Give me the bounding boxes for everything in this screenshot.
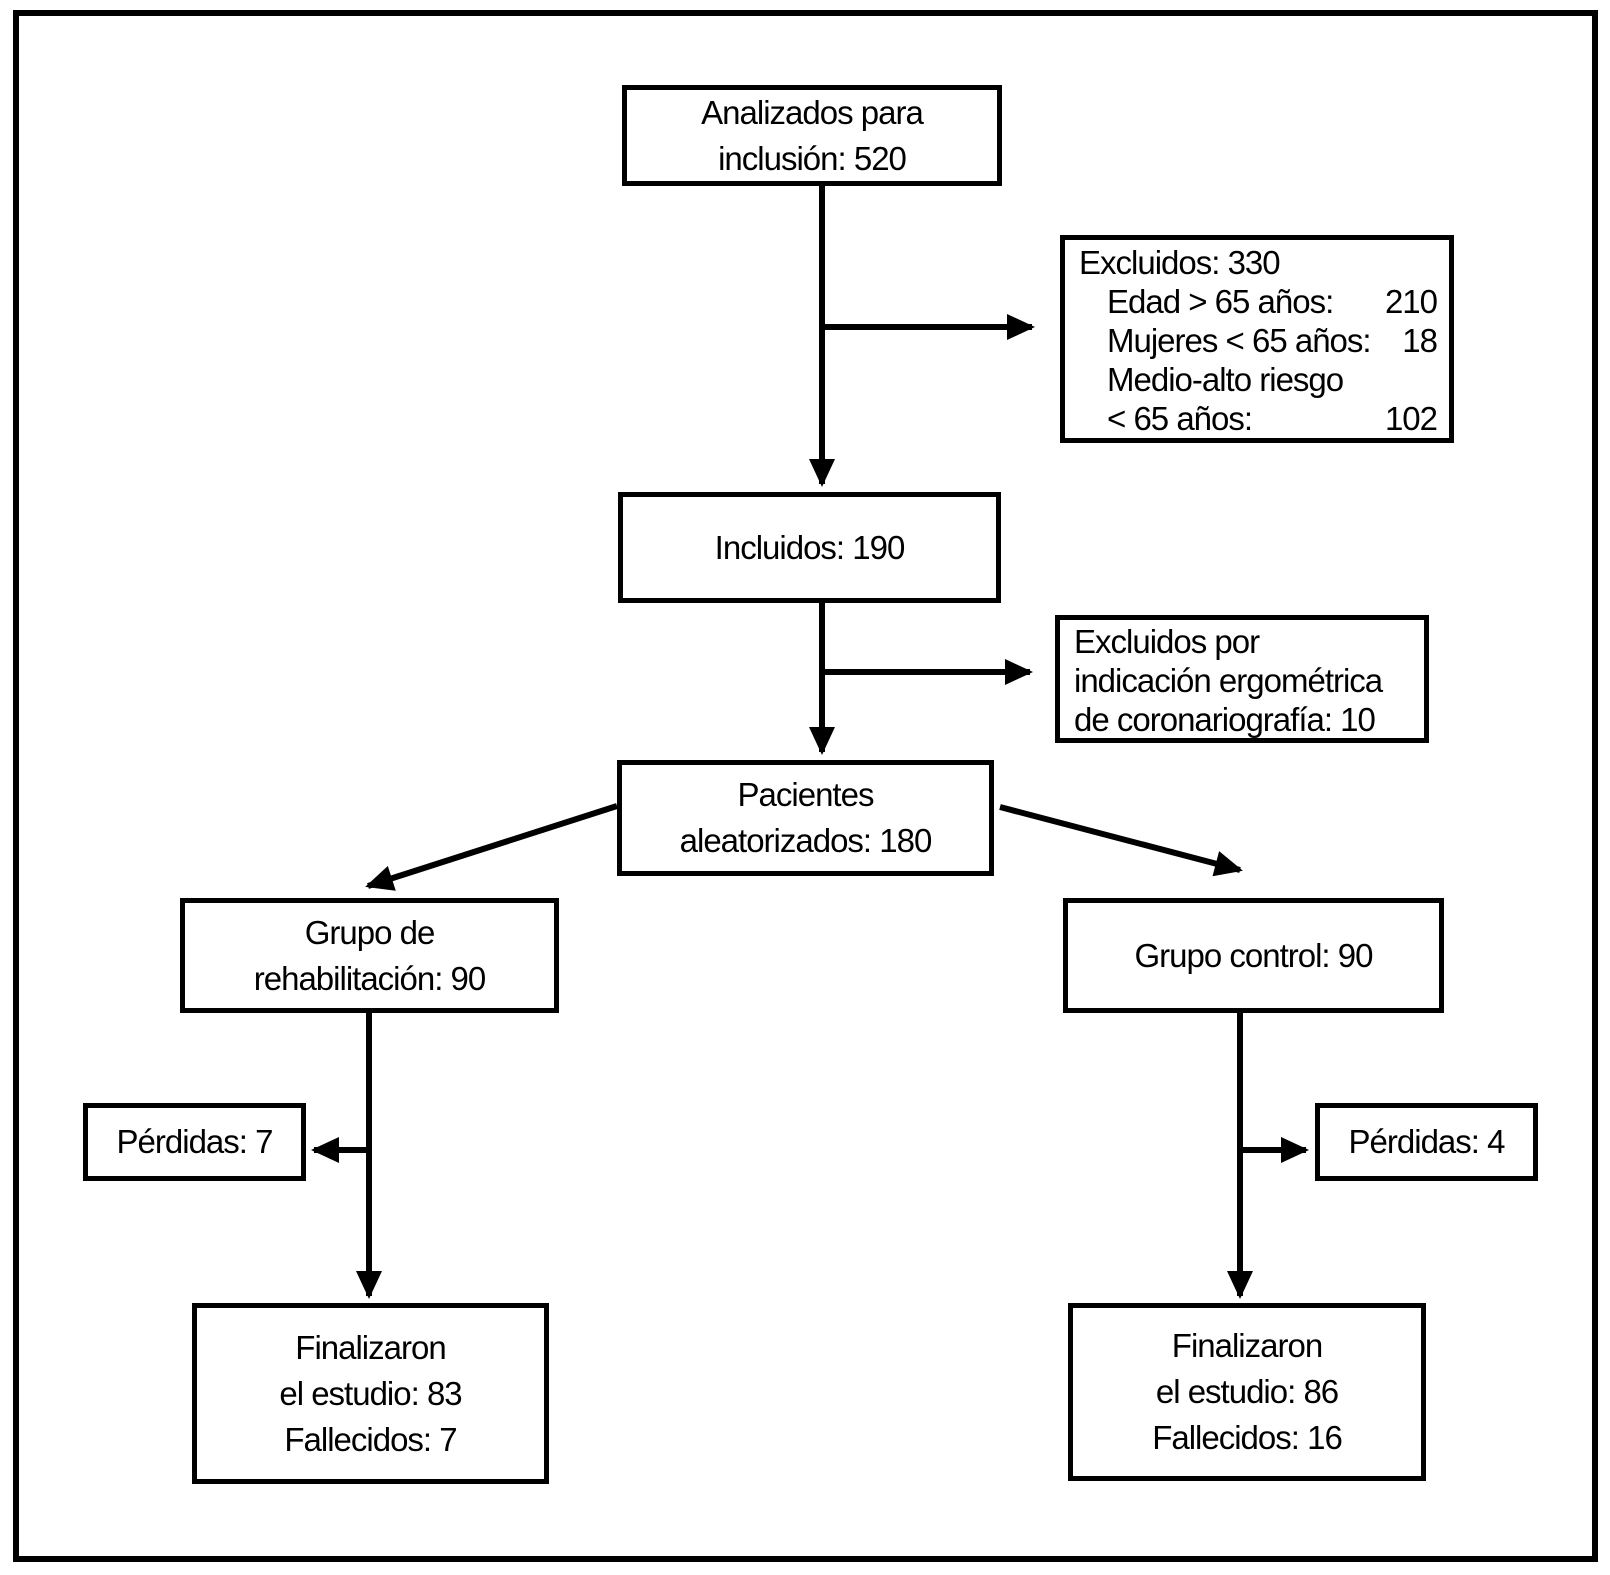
box-text-line: Fallecidos: 16 — [1152, 1419, 1343, 1456]
box-text-line: Pérdidas: 7 — [116, 1123, 274, 1160]
box-excluidos-inclusion: Excluidos: 330 Edad > 65 años: 210 Mujer… — [1060, 235, 1454, 443]
exclusion-item: Mujeres < 65 años: 18 — [1079, 321, 1438, 360]
box-text-line: de coronariografía: 10 — [1074, 701, 1376, 738]
box-finalizaron-derecha: Finalizaron el estudio: 86 Fallecidos: 1… — [1068, 1303, 1426, 1481]
box-excluidos-ergometrica: Excluidos por indicación ergométrica de … — [1055, 615, 1429, 743]
box-text-line: Analizados para — [701, 93, 924, 131]
exclusion-item: < 65 años: 102 — [1079, 399, 1438, 438]
box-text-line: indicación ergométrica — [1074, 662, 1383, 699]
box-text-line: Grupo de — [304, 913, 436, 951]
exclusion-value: 210 — [1384, 283, 1438, 320]
exclusion-item: Medio-alto riesgo — [1079, 360, 1437, 399]
box-text-line: aleatorizados: 180 — [679, 822, 933, 859]
exclusion-label: Edad > 65 años: — [1107, 283, 1334, 320]
box-text-line: rehabilitación: 90 — [253, 959, 486, 997]
exclusion-label: < 65 años: — [1107, 400, 1253, 437]
exclusion-label: Medio-alto riesgo — [1107, 361, 1344, 398]
box-incluidos: Incluidos: 190 — [618, 492, 1001, 603]
box-analizados-para-inclusion: Analizados para inclusión: 520 — [622, 85, 1002, 186]
box-text-line: Fallecidos: 7 — [284, 1420, 457, 1458]
box-grupo-control: Grupo control: 90 — [1063, 898, 1444, 1013]
box-text-line: Finalizaron — [1171, 1327, 1323, 1364]
box-text-line: Pérdidas: 4 — [1348, 1123, 1506, 1160]
exclusion-value: 102 — [1384, 400, 1438, 437]
box-text-line: Grupo control: 90 — [1134, 936, 1374, 974]
figure-border — [13, 10, 1598, 1562]
box-grupo-rehabilitacion: Grupo de rehabilitación: 90 — [180, 898, 559, 1013]
exclusion-label: Mujeres < 65 años: — [1107, 322, 1372, 359]
box-finalizaron-izquierda: Finalizaron el estudio: 83 Fallecidos: 7 — [192, 1303, 549, 1484]
box-text-line: el estudio: 83 — [279, 1374, 462, 1412]
box-perdidas-derecha: Pérdidas: 4 — [1315, 1103, 1538, 1181]
box-perdidas-izquierda: Pérdidas: 7 — [83, 1103, 306, 1181]
box-text-line: Excluidos: 330 — [1079, 244, 1281, 281]
box-text-line: Finalizaron — [295, 1328, 446, 1366]
box-text-line: Pacientes — [737, 776, 875, 813]
arrow-pacientes-grupo-control — [999, 804, 1243, 877]
exclusion-value: 18 — [1402, 322, 1438, 359]
box-text-line: el estudio: 86 — [1155, 1373, 1339, 1410]
arrow-pacientes-grupo-rehabilitacion — [365, 803, 618, 891]
box-text-line: Incluidos: 190 — [714, 528, 906, 566]
exclusion-item: Edad > 65 años: 210 — [1079, 282, 1438, 321]
box-pacientes-aleatorizados: Pacientes aleatorizados: 180 — [617, 760, 994, 876]
box-text-line: inclusión: 520 — [718, 139, 907, 177]
box-text-line: Excluidos por — [1074, 623, 1260, 660]
